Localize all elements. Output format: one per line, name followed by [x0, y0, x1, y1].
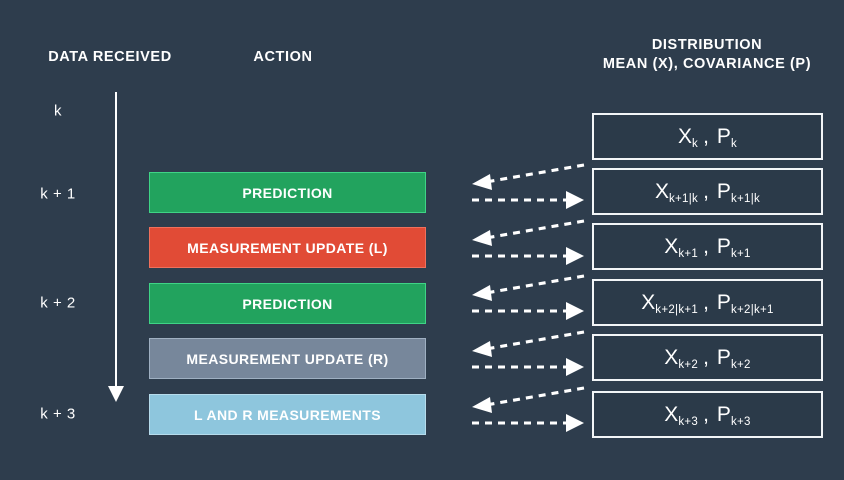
- mean-term-subscript: k: [692, 137, 699, 150]
- mean-term-subscript: k+3: [678, 415, 699, 428]
- left-arrowhead-icon: [472, 285, 492, 301]
- distribution-header-line-2: MEAN (X), COVARIANCE (P): [602, 56, 812, 72]
- mean-term-symbol: X: [664, 345, 679, 369]
- covariance-term-subscript: k+1: [730, 247, 751, 260]
- separator-comma: ,: [703, 179, 709, 203]
- separator-comma: ,: [703, 290, 709, 314]
- action-box: PREDICTION: [149, 172, 426, 213]
- separator-comma: ,: [703, 124, 709, 148]
- left-arrowhead-icon: [472, 341, 492, 357]
- right-arrowhead-icon: [566, 414, 584, 432]
- covariance-term-symbol: P: [716, 234, 731, 258]
- covariance-term-symbol: P: [716, 345, 731, 369]
- mean-term-symbol: X: [641, 290, 656, 314]
- mean-term-subscript: k+1: [678, 247, 699, 260]
- left-arrowhead-icon: [472, 397, 492, 413]
- feedback-and-output-arrows: [472, 274, 585, 320]
- distribution-header-line-1: DISTRIBUTION: [651, 37, 763, 53]
- mean-term-subscript: k+2: [678, 358, 699, 371]
- feedback-and-output-arrows: [472, 163, 585, 209]
- right-arrowhead-icon: [566, 302, 584, 320]
- covariance-term-symbol: P: [716, 290, 731, 314]
- covariance-term-subscript: k+2|k+1: [730, 303, 774, 316]
- feedback-and-output-arrows: [472, 386, 585, 432]
- mean-term-symbol: X: [664, 234, 679, 258]
- action-box: PREDICTION: [149, 283, 426, 324]
- action-box: MEASUREMENT UPDATE (R): [149, 338, 426, 379]
- covariance-term-symbol: P: [716, 124, 731, 148]
- column-header-action: ACTION: [253, 49, 313, 65]
- action-box: L AND R MEASUREMENTS: [149, 394, 426, 435]
- mean-term-symbol: X: [654, 179, 669, 203]
- covariance-term-symbol: P: [716, 179, 731, 203]
- down-arrow-icon: [108, 386, 124, 402]
- right-arrowhead-icon: [566, 247, 584, 265]
- column-header-distribution: DISTRIBUTION MEAN (X), COVARIANCE (P): [603, 36, 811, 74]
- covariance-term-subscript: k+1|k: [730, 192, 761, 205]
- right-arrowhead-icon: [566, 358, 584, 376]
- right-arrowhead-icon: [566, 191, 584, 209]
- feedback-and-output-arrows: [472, 219, 585, 265]
- timeline-step-label: k + 3: [40, 405, 76, 423]
- timeline-step-label: k + 2: [40, 294, 76, 312]
- covariance-term-subscript: k: [730, 137, 737, 150]
- timeline-axis-line: [115, 92, 117, 388]
- mean-term-symbol: X: [664, 402, 679, 426]
- covariance-term-subscript: k+2: [730, 358, 751, 371]
- separator-comma: ,: [703, 345, 709, 369]
- timeline-step-label: k: [54, 102, 62, 120]
- column-header-data-received: DATA RECEIVED: [48, 49, 172, 65]
- mean-term-symbol: X: [678, 124, 693, 148]
- left-arrowhead-icon: [472, 230, 492, 246]
- timeline-step-label: k + 1: [40, 185, 76, 203]
- separator-comma: ,: [703, 234, 709, 258]
- covariance-term-symbol: P: [716, 402, 731, 426]
- mean-term-subscript: k+2|k+1: [655, 303, 699, 316]
- mean-term-subscript: k+1|k: [668, 192, 699, 205]
- separator-comma: ,: [703, 402, 709, 426]
- action-box: MEASUREMENT UPDATE (L): [149, 227, 426, 268]
- left-arrowhead-icon: [472, 174, 492, 190]
- covariance-term-subscript: k+3: [730, 415, 751, 428]
- feedback-and-output-arrows: [472, 330, 585, 376]
